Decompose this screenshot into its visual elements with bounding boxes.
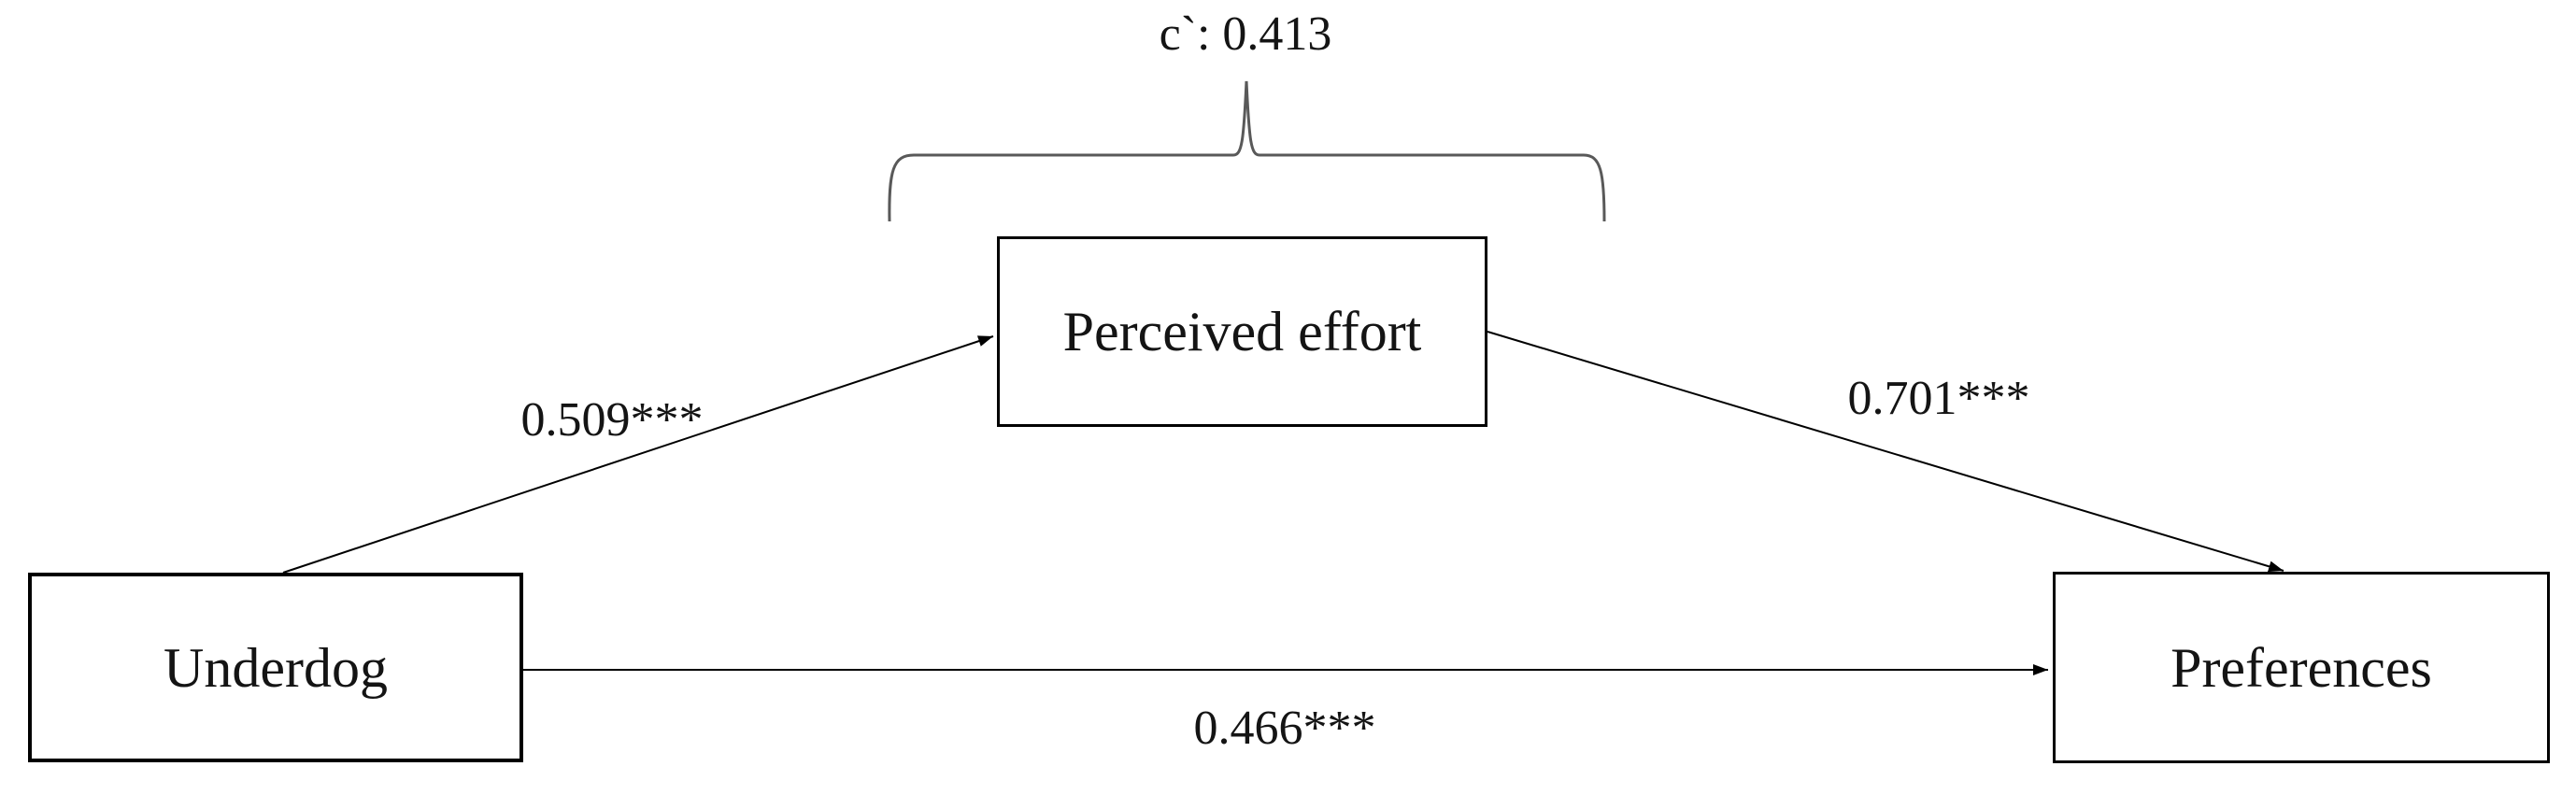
path-c-coefficient-label: 0.466*** bbox=[1193, 702, 1376, 755]
node-underdog-label: Underdog bbox=[164, 636, 388, 699]
node-underdog: Underdog bbox=[28, 573, 523, 762]
curly-brace bbox=[888, 80, 1606, 222]
path-a-arrow bbox=[282, 335, 994, 574]
node-preferences: Preferences bbox=[2053, 572, 2550, 763]
path-b-coefficient-label: 0.701*** bbox=[1847, 372, 2030, 425]
path-b-arrow bbox=[1487, 331, 2284, 573]
node-perceived-effort: Perceived effort bbox=[997, 236, 1487, 427]
path-a-coefficient-label: 0.509*** bbox=[520, 393, 704, 447]
node-preferences-label: Preferences bbox=[2170, 636, 2432, 699]
node-perceived-effort-label: Perceived effort bbox=[1062, 301, 1422, 362]
indirect-effect-label: c`: 0.413 bbox=[1159, 7, 1332, 61]
